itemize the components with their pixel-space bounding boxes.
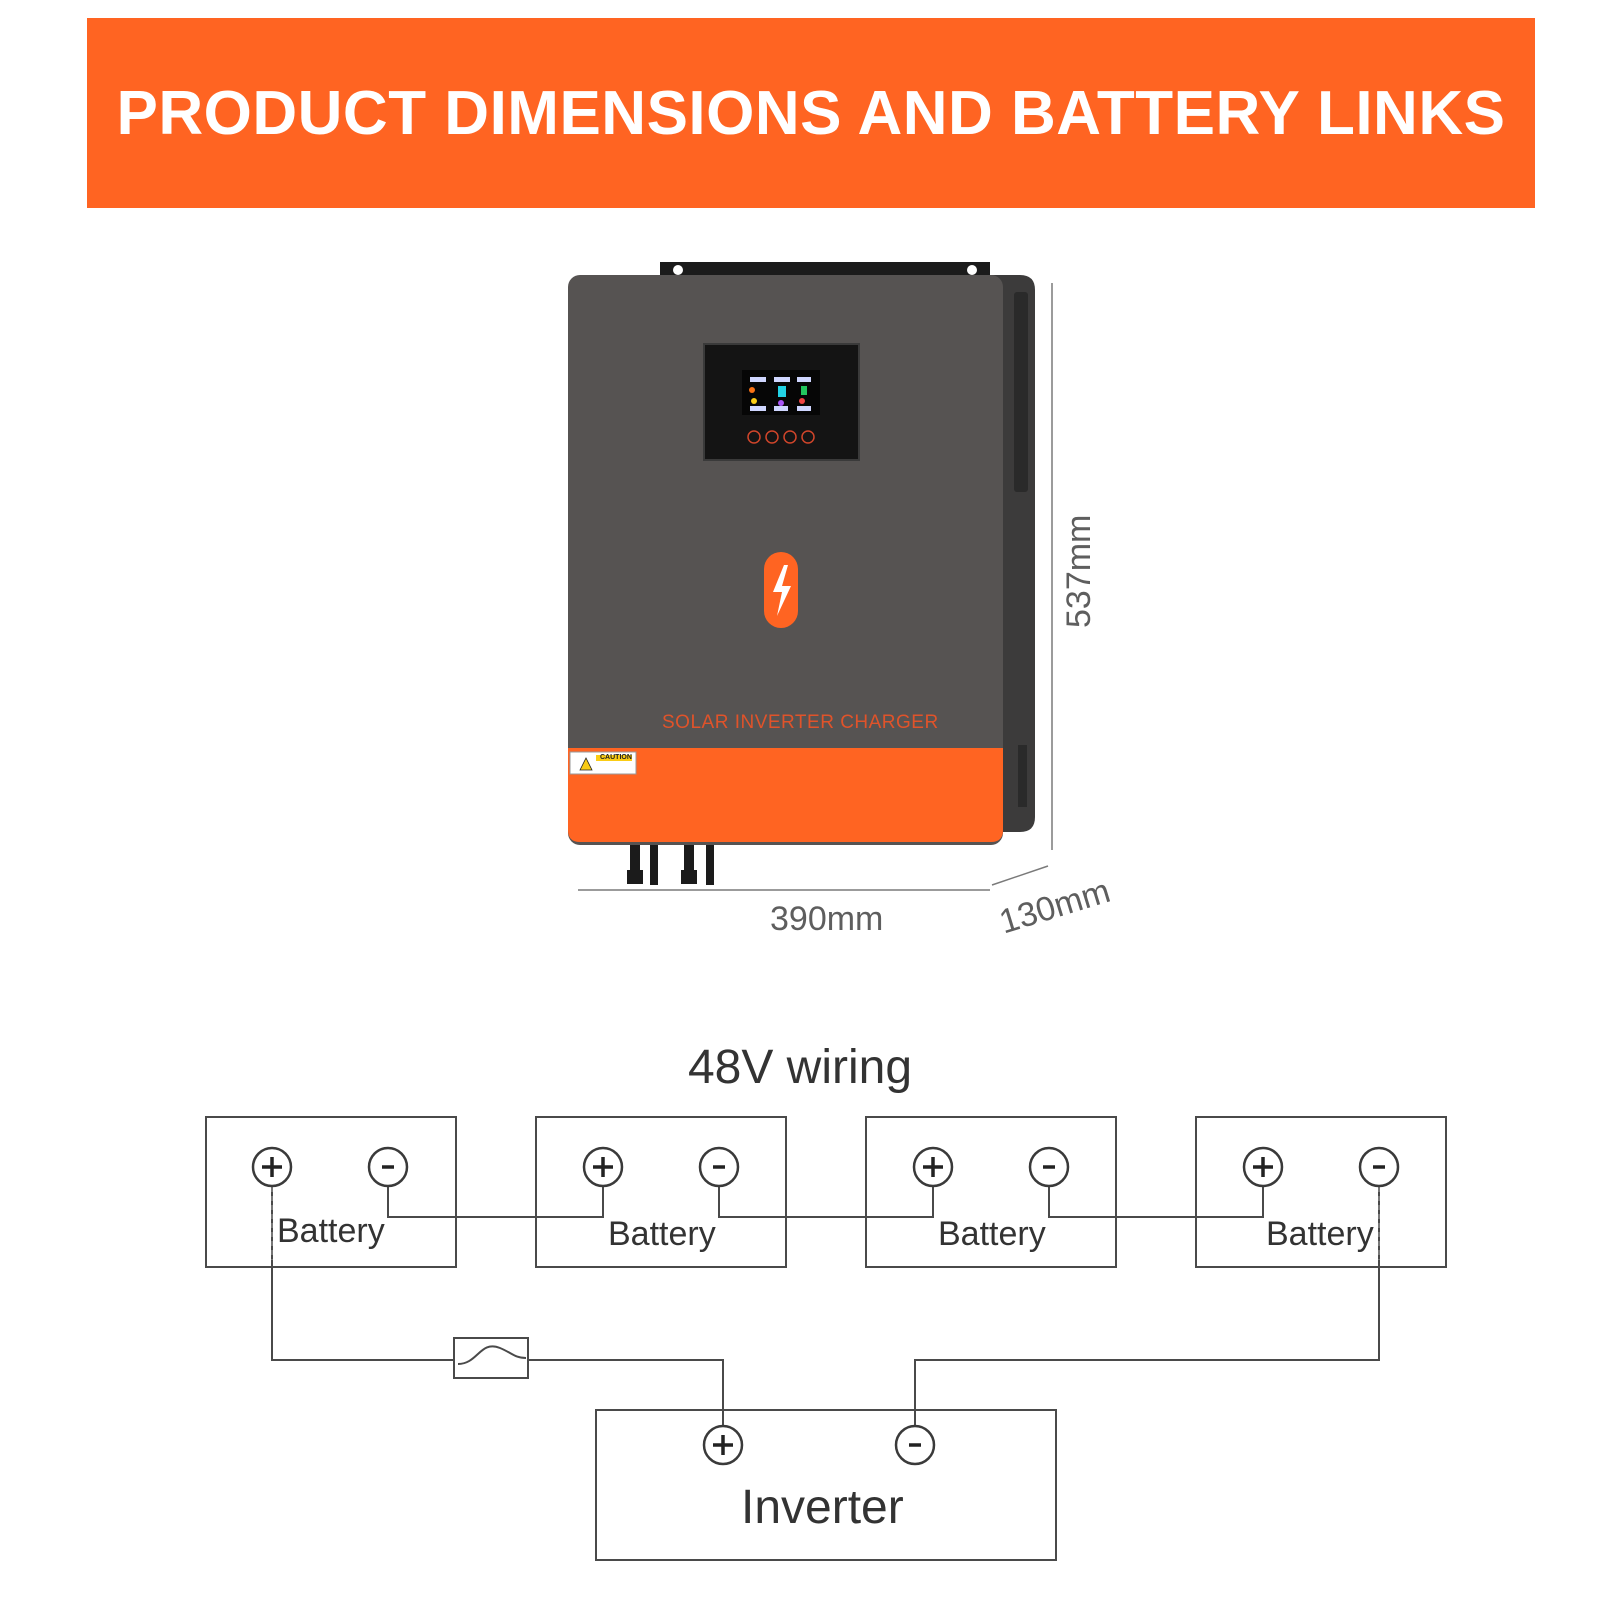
depth-dimension-line xyxy=(991,865,1049,886)
side-vent-lower xyxy=(1018,745,1027,807)
battery-label-1: Battery xyxy=(277,1212,385,1250)
wiring-title: 48V wiring xyxy=(687,1041,913,1094)
battery-box-2 xyxy=(535,1116,787,1268)
series-link-1-2 xyxy=(387,1187,604,1218)
display-indicators xyxy=(749,377,811,411)
plus-icon xyxy=(1253,1157,1273,1177)
series-link-2-3 xyxy=(718,1187,934,1218)
plus-icon xyxy=(593,1157,613,1177)
bracket-hole-right xyxy=(967,265,977,275)
product-front-label: SOLAR INVERTER CHARGER xyxy=(662,712,939,733)
caution-label: CAUTION xyxy=(600,754,632,761)
battery-box-1 xyxy=(205,1116,457,1268)
title-banner: PRODUCT DIMENSIONS AND BATTERY LINKS xyxy=(87,18,1535,208)
battery-label-4: Battery xyxy=(1266,1215,1374,1253)
caution-triangle-icon xyxy=(579,757,593,771)
bracket-hole-left xyxy=(673,265,683,275)
plus-icon xyxy=(923,1157,943,1177)
battery-label-3: Battery xyxy=(938,1215,1046,1253)
battery-box-3 xyxy=(865,1116,1117,1268)
side-vent xyxy=(1014,292,1028,492)
display-buttons xyxy=(747,430,815,444)
inverter-label: Inverter xyxy=(741,1481,904,1534)
battery-box-4 xyxy=(1195,1116,1447,1268)
banner-title: PRODUCT DIMENSIONS AND BATTERY LINKS xyxy=(116,78,1506,148)
plus-icon xyxy=(262,1157,282,1177)
caution-banner xyxy=(596,755,632,761)
cable-connectors xyxy=(627,845,714,885)
plus-icon xyxy=(713,1435,733,1455)
width-dimension-label: 390mm xyxy=(770,900,884,938)
orange-base xyxy=(568,748,1003,842)
negative-main-wire xyxy=(914,1187,1380,1425)
positive-to-inverter-wire xyxy=(528,1359,724,1425)
inverter-box xyxy=(595,1409,1057,1561)
series-link-3-4 xyxy=(1048,1187,1264,1218)
battery-label-2: Battery xyxy=(608,1215,716,1253)
lightning-icon xyxy=(773,565,791,616)
fuse-box xyxy=(453,1337,529,1379)
fuse-element xyxy=(457,1345,527,1365)
